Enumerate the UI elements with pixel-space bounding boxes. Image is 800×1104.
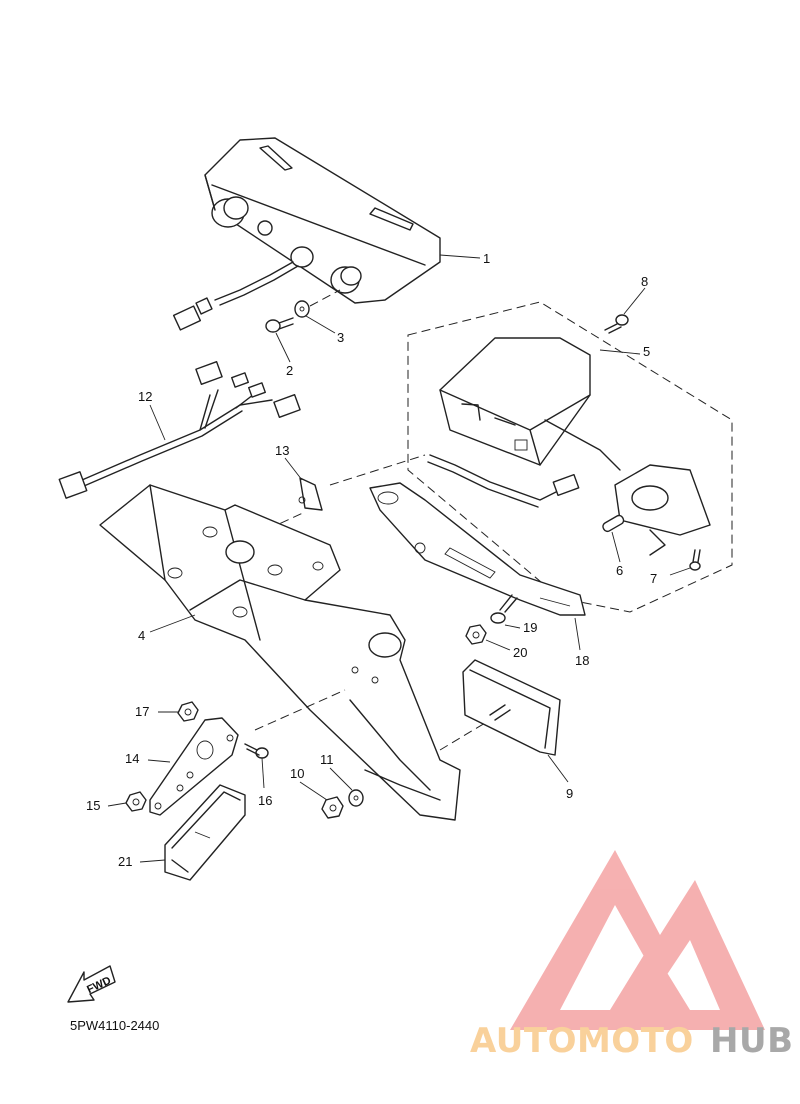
part-7-screw: [689, 549, 701, 571]
callout-5: 5: [643, 344, 650, 359]
callout-12: 12: [138, 389, 152, 404]
callout-18: 18: [575, 653, 589, 668]
part-14-bracket: [149, 717, 239, 816]
callout-6: 6: [616, 563, 623, 578]
callout-15: 15: [86, 798, 100, 813]
logo-text-automoto: AUTOMOTO: [470, 1021, 694, 1061]
part-13-clip: [298, 477, 323, 511]
part-2-screw: [265, 317, 294, 333]
part-15-nut: [125, 791, 147, 812]
part-17-nut: [177, 701, 199, 722]
license-lamp-unit: [614, 464, 711, 556]
callout-20: 20: [513, 645, 527, 660]
callout-2: 2: [286, 363, 293, 378]
part-8-screw: [604, 314, 629, 334]
callout-7: 7: [650, 571, 657, 586]
part-5-assembly-boundary: [407, 301, 733, 613]
logo-text-hub: HUB: [710, 1021, 793, 1061]
part-4-rear-fender: [99, 484, 461, 821]
part-11-washer: [348, 789, 364, 807]
diagram-code: 5PW4110-2440: [70, 1018, 159, 1033]
callout-19: 19: [523, 620, 537, 635]
callout-13: 13: [275, 443, 289, 458]
callout-1: 1: [483, 251, 490, 266]
callout-8: 8: [641, 274, 648, 289]
callout-4: 4: [138, 628, 145, 643]
callout-10: 10: [290, 766, 304, 781]
part-12-wire-harness: [58, 361, 301, 499]
callout-11: 11: [320, 752, 334, 767]
part-18-license-bracket: [369, 482, 586, 616]
callout-16: 16: [258, 793, 272, 808]
tail-lamp-housing: [439, 337, 591, 466]
part-20-nut: [465, 624, 487, 645]
part-21-side-reflector: [164, 784, 246, 881]
part-9-reflector: [462, 659, 561, 756]
part-1-tail-bracket: [172, 137, 441, 331]
part-3-washer: [294, 300, 310, 318]
fwd-arrow-icon: FWD: [67, 965, 116, 1003]
part-19-bolt: [490, 594, 518, 624]
part-10-nut: [321, 796, 344, 819]
automotohub-logo: AUTOMOTO HUB: [470, 850, 793, 1061]
callout-21: 21: [118, 854, 132, 869]
callout-17: 17: [135, 704, 149, 719]
bulb-socket-wire: [427, 419, 621, 508]
part-16-screw: [244, 743, 269, 759]
callout-3: 3: [337, 330, 344, 345]
callout-9: 9: [566, 786, 573, 801]
callout-14: 14: [125, 751, 139, 766]
part-6-bulb: [602, 514, 625, 533]
